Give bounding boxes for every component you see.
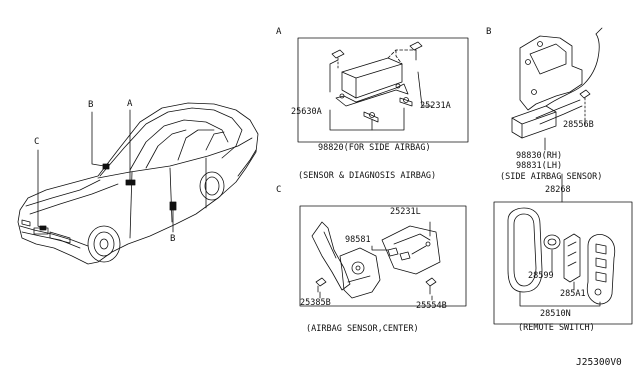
section-b-label: B xyxy=(486,27,492,37)
part-285a1: 285A1 xyxy=(560,289,586,299)
part-25231l: 25231L xyxy=(390,207,421,217)
part-25630a: 25630A xyxy=(291,107,322,117)
part-25385b: 25385B xyxy=(300,298,331,308)
section-b-drawing xyxy=(511,27,603,151)
car-callout-b-top: B xyxy=(88,100,94,110)
part-28510n: 28510N xyxy=(540,309,571,319)
caption-sensor-diagnosis: (SENSOR & DIAGNOSIS AIRBAG) xyxy=(298,171,437,181)
part-98581: 98581 xyxy=(345,235,371,245)
caption-remote-switch: (REMOTE SWITCH) xyxy=(518,323,595,333)
part-98820: 98820(FOR SIDE AIRBAG) xyxy=(318,143,431,153)
car-callout-c: C xyxy=(34,137,40,147)
part-25231a: 25231A xyxy=(420,101,451,111)
section-c-label: C xyxy=(276,185,282,195)
caption-side-airbag-sensor: (SIDE AIRBAG SENSOR) xyxy=(500,172,603,182)
part-98831: 98831(LH) xyxy=(516,161,563,171)
remote-switch-drawing xyxy=(493,173,633,325)
section-c-drawing xyxy=(299,205,467,307)
part-28599: 28599 xyxy=(528,271,554,281)
car-callout-a: A xyxy=(127,99,133,109)
part-28556b: 28556B xyxy=(563,120,594,130)
car-illustration xyxy=(17,102,259,265)
car-callout-b-bottom: B xyxy=(170,234,176,244)
part-98830: 98830(RH) xyxy=(516,151,563,161)
caption-airbag-sensor-center: (AIRBAG SENSOR,CENTER) xyxy=(306,324,419,334)
diagram-id: J25300V0 xyxy=(576,357,622,368)
section-a-drawing xyxy=(297,37,469,143)
part-25554b: 25554B xyxy=(416,301,447,311)
section-a-label: A xyxy=(276,27,282,37)
part-28268: 28268 xyxy=(545,185,571,195)
